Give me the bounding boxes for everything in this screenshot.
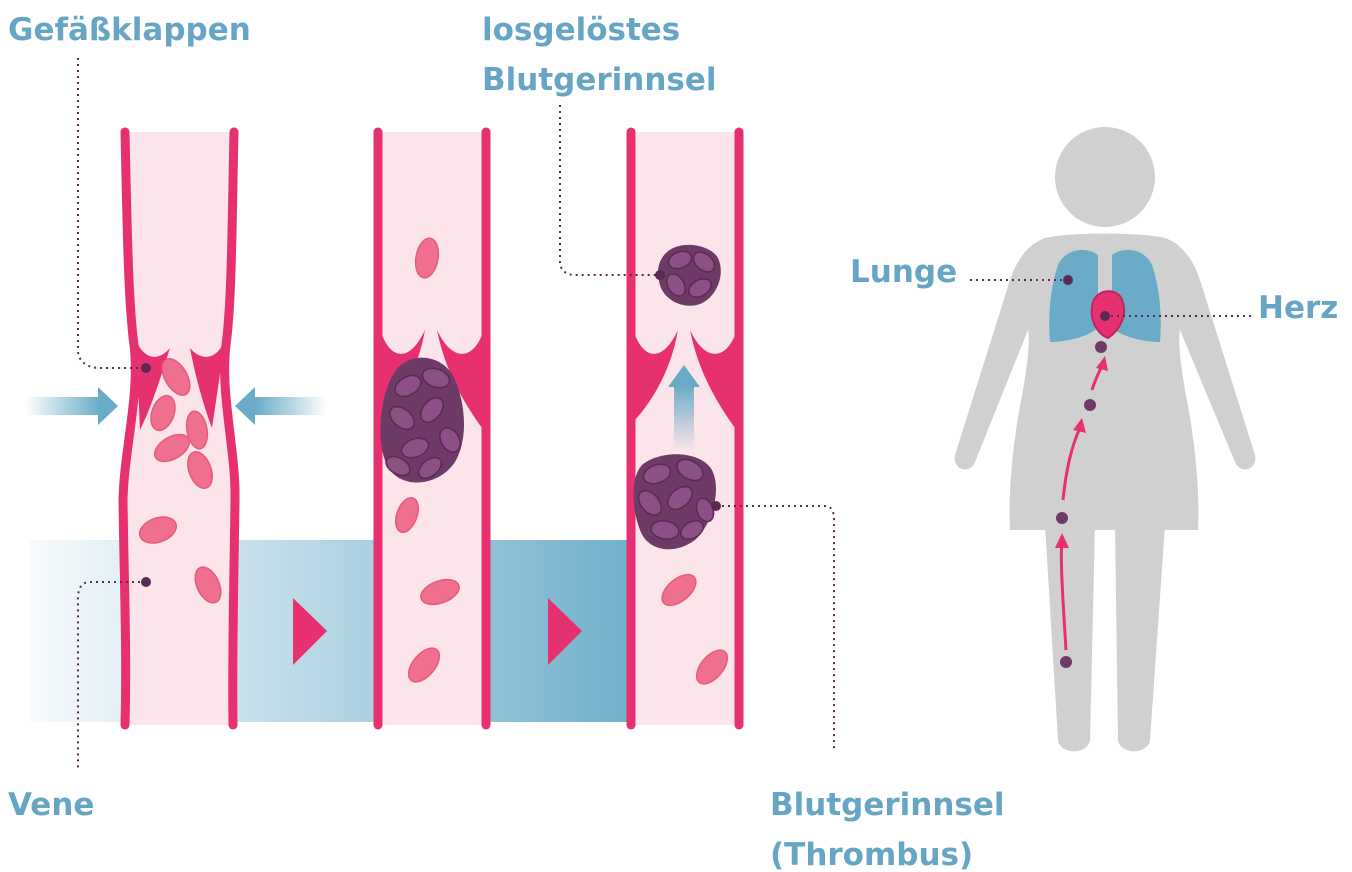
label-vein: Vene: [8, 787, 94, 823]
clot-forming: [380, 358, 464, 483]
label-thrombus-line2: (Thrombus): [770, 837, 973, 872]
label-valves: Gefäßklappen: [8, 12, 251, 48]
label-thrombus-line1: Blutgerinnsel: [770, 787, 1005, 823]
human-figure: [955, 127, 1256, 751]
compression-arrow-left: [25, 387, 118, 425]
label-detached-clot-line2: Blutgerinnsel: [482, 62, 717, 98]
label-heart: Herz: [1258, 290, 1338, 326]
vein-compressed: [123, 132, 235, 725]
label-lung: Lunge: [850, 254, 957, 290]
compression-arrow-right: [235, 387, 327, 425]
label-detached-clot-line1: losgelöstes: [482, 12, 680, 48]
